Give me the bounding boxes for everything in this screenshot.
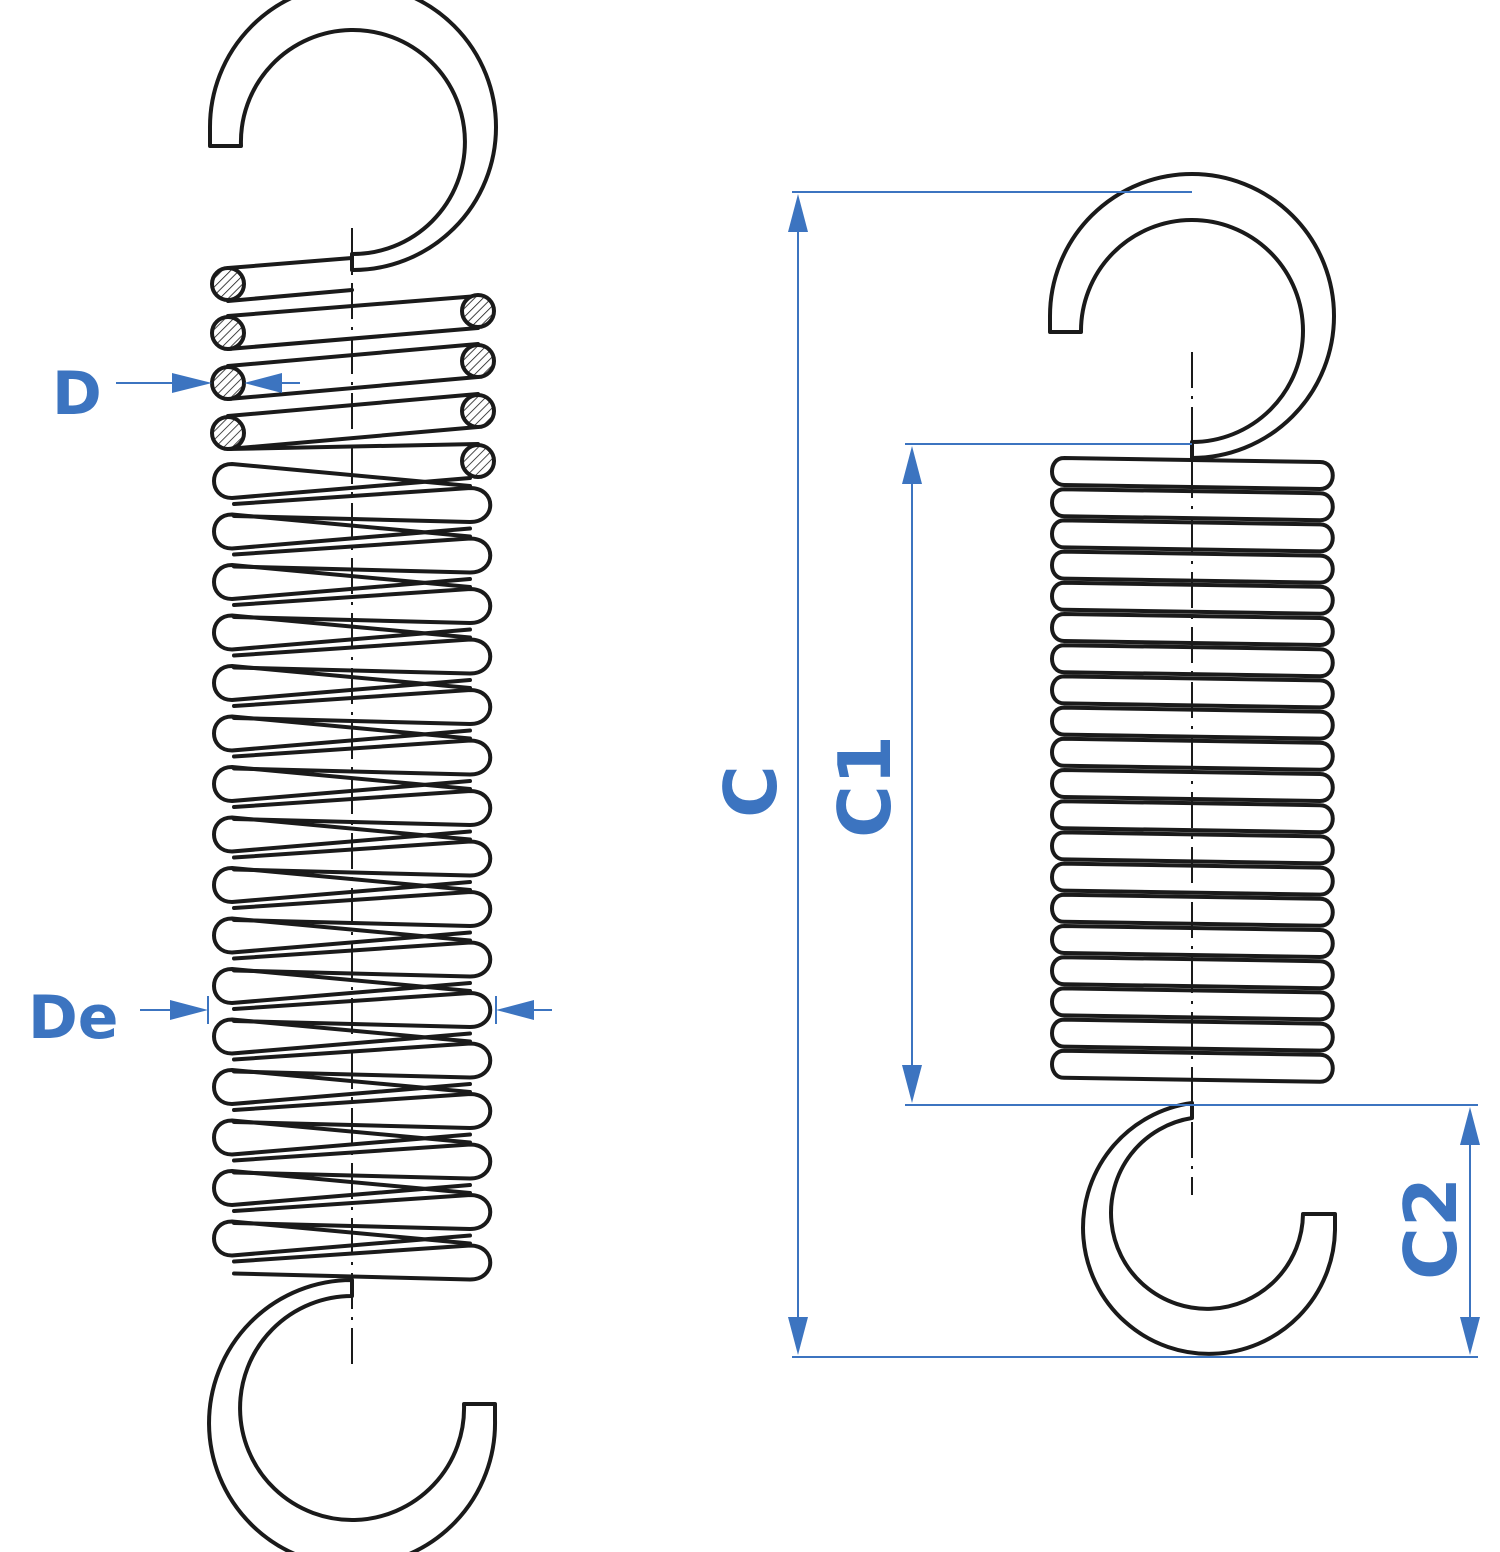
coil-loop-right bbox=[232, 1092, 493, 1130]
right-bottom-hook bbox=[1081, 1101, 1337, 1356]
coil-turn bbox=[1050, 892, 1335, 928]
coil-loop-right bbox=[232, 738, 493, 777]
coil-loop-right bbox=[232, 486, 493, 524]
section-wire bbox=[226, 256, 354, 303]
coil-loop-left bbox=[212, 512, 472, 551]
coil-loop-left bbox=[212, 613, 472, 652]
coil-loop-left bbox=[212, 1169, 472, 1207]
coil-loop-left bbox=[212, 563, 472, 601]
coil-turn bbox=[1050, 830, 1335, 866]
coil-turn bbox=[1050, 674, 1335, 710]
wire-cross-section bbox=[460, 393, 496, 429]
coil-loop-left bbox=[212, 1068, 472, 1106]
coil-turn bbox=[1050, 643, 1335, 679]
coil-loop-right bbox=[232, 1243, 493, 1282]
coil-turn bbox=[1050, 487, 1335, 523]
right-coil-body bbox=[1050, 456, 1335, 1084]
coil-turn bbox=[1050, 518, 1335, 554]
dimension-arrow bbox=[902, 446, 922, 484]
dimension-arrow bbox=[788, 1317, 808, 1355]
coil-turn bbox=[1050, 549, 1335, 585]
wire-cross-section bbox=[460, 343, 496, 379]
wire-cross-section bbox=[460, 443, 496, 479]
label-c2: C2 bbox=[1389, 1177, 1473, 1280]
coil-loop-left bbox=[212, 866, 472, 904]
coil-loop-right bbox=[232, 637, 493, 676]
coil-turn bbox=[1050, 736, 1335, 772]
coil-turn bbox=[1050, 861, 1335, 897]
left-bottom-hook bbox=[207, 1278, 498, 1552]
wire-cross-sections bbox=[210, 266, 496, 479]
total-length-dimension: C bbox=[709, 191, 1478, 1358]
coil-loop-right bbox=[232, 839, 493, 878]
hook-length-dimension: C2 bbox=[1389, 1107, 1480, 1355]
coil-loop-right bbox=[232, 890, 493, 928]
coil-turn bbox=[1050, 1017, 1335, 1053]
wire-diameter-dimension: D bbox=[52, 359, 300, 429]
dimension-arrow bbox=[1460, 1317, 1480, 1355]
section-wire bbox=[226, 442, 480, 451]
dimension-arrow bbox=[788, 194, 808, 232]
coil-loop-right bbox=[232, 789, 493, 827]
coil-loop-right bbox=[232, 587, 493, 625]
coil-loop-right bbox=[232, 1041, 493, 1080]
coil-loop-right bbox=[232, 1193, 493, 1231]
left-spring-section-view bbox=[207, 0, 498, 1552]
wire-cross-section bbox=[210, 365, 246, 401]
label-c1: C1 bbox=[823, 735, 907, 838]
coil-loop-left bbox=[212, 714, 472, 753]
label-c: C bbox=[709, 765, 793, 818]
coil-loop-right bbox=[232, 688, 493, 726]
left-coil-body bbox=[212, 462, 493, 1282]
coil-turn bbox=[1050, 986, 1335, 1022]
coil-turn bbox=[1050, 456, 1335, 491]
wire-cross-section bbox=[210, 315, 246, 351]
coil-loop-right bbox=[232, 991, 493, 1029]
coil-loop-left bbox=[212, 815, 472, 854]
coil-loop-left bbox=[212, 1017, 472, 1056]
coil-loop-left bbox=[212, 1118, 472, 1157]
coil-turn bbox=[1050, 768, 1335, 803]
coil-turn bbox=[1050, 705, 1335, 741]
dimension-arrow bbox=[170, 1000, 208, 1020]
coil-turn bbox=[1050, 612, 1335, 647]
outer-diameter-dimension: De bbox=[28, 983, 552, 1053]
wire-cross-section bbox=[210, 415, 246, 451]
coil-loop-right bbox=[232, 536, 493, 575]
label-de: De bbox=[28, 983, 119, 1053]
dimension-arrow bbox=[244, 373, 282, 393]
wire-cross-section bbox=[460, 293, 496, 329]
coil-turn bbox=[1050, 955, 1335, 991]
coil-loop-left bbox=[212, 765, 472, 803]
coil-loop-left bbox=[212, 462, 472, 500]
coil-turn bbox=[1050, 580, 1335, 616]
dimension-arrow bbox=[1460, 1107, 1480, 1145]
label-d: D bbox=[52, 359, 102, 429]
right-top-hook bbox=[1048, 172, 1336, 460]
coil-loop-left bbox=[212, 967, 472, 1005]
dimension-arrow bbox=[172, 373, 212, 393]
coil-loop-right bbox=[232, 1142, 493, 1181]
coil-turn bbox=[1050, 799, 1335, 835]
dimension-arrow bbox=[902, 1065, 922, 1103]
coil-loop-left bbox=[212, 664, 472, 702]
coil-loop-left bbox=[212, 1219, 472, 1258]
right-spring-side-view bbox=[1048, 172, 1337, 1356]
wire-cross-section bbox=[210, 266, 246, 302]
body-length-dimension: C1 bbox=[823, 443, 1478, 1106]
left-top-hook bbox=[207, 0, 498, 273]
coil-loop-left bbox=[212, 916, 472, 955]
coil-turn bbox=[1050, 924, 1335, 959]
coil-loop-right bbox=[232, 940, 493, 979]
dimension-arrow bbox=[496, 1000, 534, 1020]
coil-turn bbox=[1050, 1048, 1335, 1084]
